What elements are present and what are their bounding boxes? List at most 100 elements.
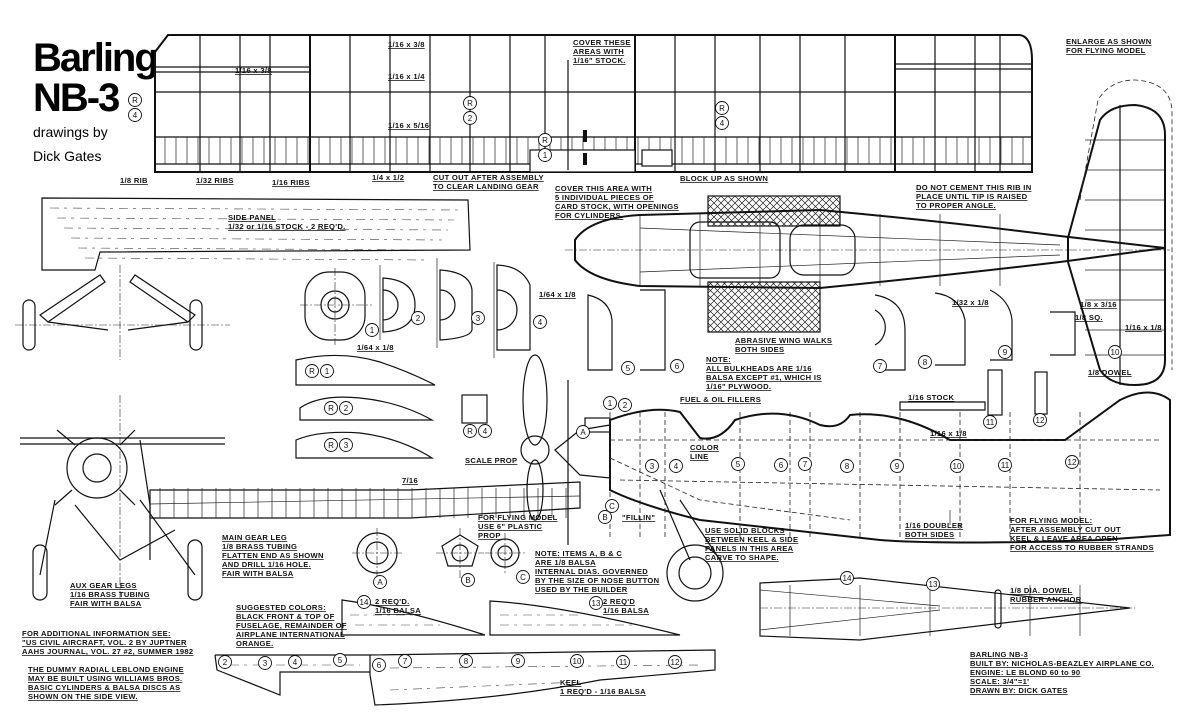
callout-marker: 7 <box>798 457 812 471</box>
callout-marker: R <box>324 401 338 415</box>
note-line: RUBBER ANCHOR <box>1010 595 1082 604</box>
callout-marker: 1 <box>365 323 379 337</box>
callout-label: 11 <box>1001 461 1010 470</box>
callout-marker: B <box>598 510 612 524</box>
note-line: DO NOT CEMENT THIS RIB IN <box>916 183 1032 192</box>
callout-marker: R <box>538 133 552 147</box>
note-line: FUEL & OIL FILLERS <box>680 395 761 404</box>
gear-front-view <box>15 265 230 360</box>
callout-marker: 4 <box>533 315 547 329</box>
callout-marker: 1 <box>320 364 334 378</box>
callout-marker: 14 <box>840 571 854 585</box>
callout-marker: 9 <box>890 459 904 473</box>
credit-author: Dick Gates <box>33 148 102 164</box>
note-line: FAIR WITH BALSA <box>222 569 294 578</box>
bulkheads <box>300 258 1076 416</box>
note-line: FAIR WITH BALSA <box>70 599 142 608</box>
callout-label: 4 <box>483 427 488 436</box>
note-strip-b: 1/16 x 3/8 <box>388 40 424 49</box>
note-line: ENLARGE AS SHOWN <box>1066 37 1152 46</box>
callout-label: R <box>467 99 473 108</box>
callout-marker: 1 <box>603 396 617 410</box>
callout-label: A <box>377 578 383 587</box>
note-line: SCALE: 3/4"=1' <box>970 677 1029 686</box>
note-line: 1/16 STOCK <box>908 393 955 402</box>
note-stab-b: 1/8 x 3/16 <box>1080 300 1116 309</box>
callout-marker: 8 <box>918 355 932 369</box>
note-line: SIDE PANEL <box>228 213 276 222</box>
note-dowel: 1/8 DOWEL <box>1088 368 1131 377</box>
note-line: BOTH SIDES <box>735 345 784 354</box>
callout-label: 6 <box>779 461 784 470</box>
note-line: AAHS JOURNAL, VOL. 27 #2, SUMMER 1982 <box>22 647 193 656</box>
callout-marker: 10 <box>570 654 584 668</box>
callout-label: 2 <box>344 404 349 413</box>
note-bh4-strip: 1/64 x 1/8 <box>539 290 576 299</box>
callout-marker: 5 <box>621 361 635 375</box>
note-line: 1/16 x 5/16 <box>388 121 429 130</box>
note-line: AFTER ASSEMBLY CUT OUT <box>1010 525 1121 534</box>
callout-label: 13 <box>929 580 938 589</box>
note-line: AND DRILL 1/16 HOLE. <box>222 560 311 569</box>
callout-marker: R <box>305 364 319 378</box>
note-line: COVER THESE <box>573 38 631 47</box>
callout-marker: B <box>461 573 475 587</box>
note-line: MAIN GEAR LEG <box>222 533 287 542</box>
note-line: 1/16" PLYWOOD. <box>706 382 771 391</box>
note-line: ABRASIVE WING WALKS <box>735 336 832 345</box>
note-part14: 2 REQ'D.1/16 BALSA <box>375 597 421 615</box>
note-line: SHOWN ON THE SIDE VIEW. <box>28 692 138 701</box>
callout-marker: 12 <box>1033 413 1047 427</box>
note-line: ORANGE. <box>236 639 274 648</box>
callout-label: 5 <box>736 460 741 469</box>
note-part13: 2 REQ'D1/16 BALSA <box>603 597 649 615</box>
callout-label: 4 <box>293 658 298 667</box>
note-line: FUSELAGE, REMAINDER OF <box>236 621 347 630</box>
callout-label: 5 <box>338 656 343 665</box>
callout-label: 14 <box>360 598 369 607</box>
note-line: BUILT BY: NICHOLAS-BEAZLEY AIRPLANE CO. <box>970 659 1154 668</box>
callout-marker: 6 <box>670 359 684 373</box>
note-line: DRAWN BY: DICK GATES <box>970 686 1068 695</box>
callout-label: 10 <box>1111 348 1120 357</box>
callout-label: 7 <box>403 657 408 666</box>
note-line: BETWEEN KEEL & SIDE <box>705 535 798 544</box>
note-line: 1/64 x 1/8 <box>539 290 576 299</box>
callout-marker: 4 <box>478 424 492 438</box>
callout-marker: R <box>715 101 729 115</box>
callout-label: 2 <box>223 658 228 667</box>
callout-label: 8 <box>845 462 850 471</box>
callout-marker: 12 <box>668 655 682 669</box>
callout-label: R <box>309 367 315 376</box>
note-line: SCALE PROP <box>465 456 517 465</box>
callout-marker: 13 <box>589 596 603 610</box>
callout-label: 6 <box>675 362 680 371</box>
callout-marker: 2 <box>463 111 477 125</box>
note-line: BLOCK UP AS SHOWN <box>680 174 768 183</box>
note-line: USED BY THE BUILDER <box>535 585 628 594</box>
note-line: LINE <box>690 452 709 461</box>
lower-wing-strip <box>149 481 581 519</box>
callout-label: 8 <box>923 358 928 367</box>
note-line: ALL BULKHEADS ARE 1/16 <box>706 364 812 373</box>
note-line: 1/16 DOUBLER <box>905 521 963 530</box>
note-line: PROP <box>478 531 501 540</box>
note-line: FOR ACCESS TO RUBBER STRANDS <box>1010 543 1154 552</box>
note-line: COLOR <box>690 443 719 452</box>
callout-label: 4 <box>538 318 543 327</box>
note-strip-d: 1/16 x 5/16 <box>388 121 429 130</box>
callout-marker: 11 <box>998 458 1012 472</box>
callout-label: 4 <box>674 462 679 471</box>
callout-label: 13 <box>592 599 601 608</box>
note-line: ARE 1/8 BALSA <box>535 558 596 567</box>
callout-label: B <box>465 576 470 585</box>
aircraft-front-view <box>20 395 225 601</box>
callout-label: R <box>328 404 334 413</box>
